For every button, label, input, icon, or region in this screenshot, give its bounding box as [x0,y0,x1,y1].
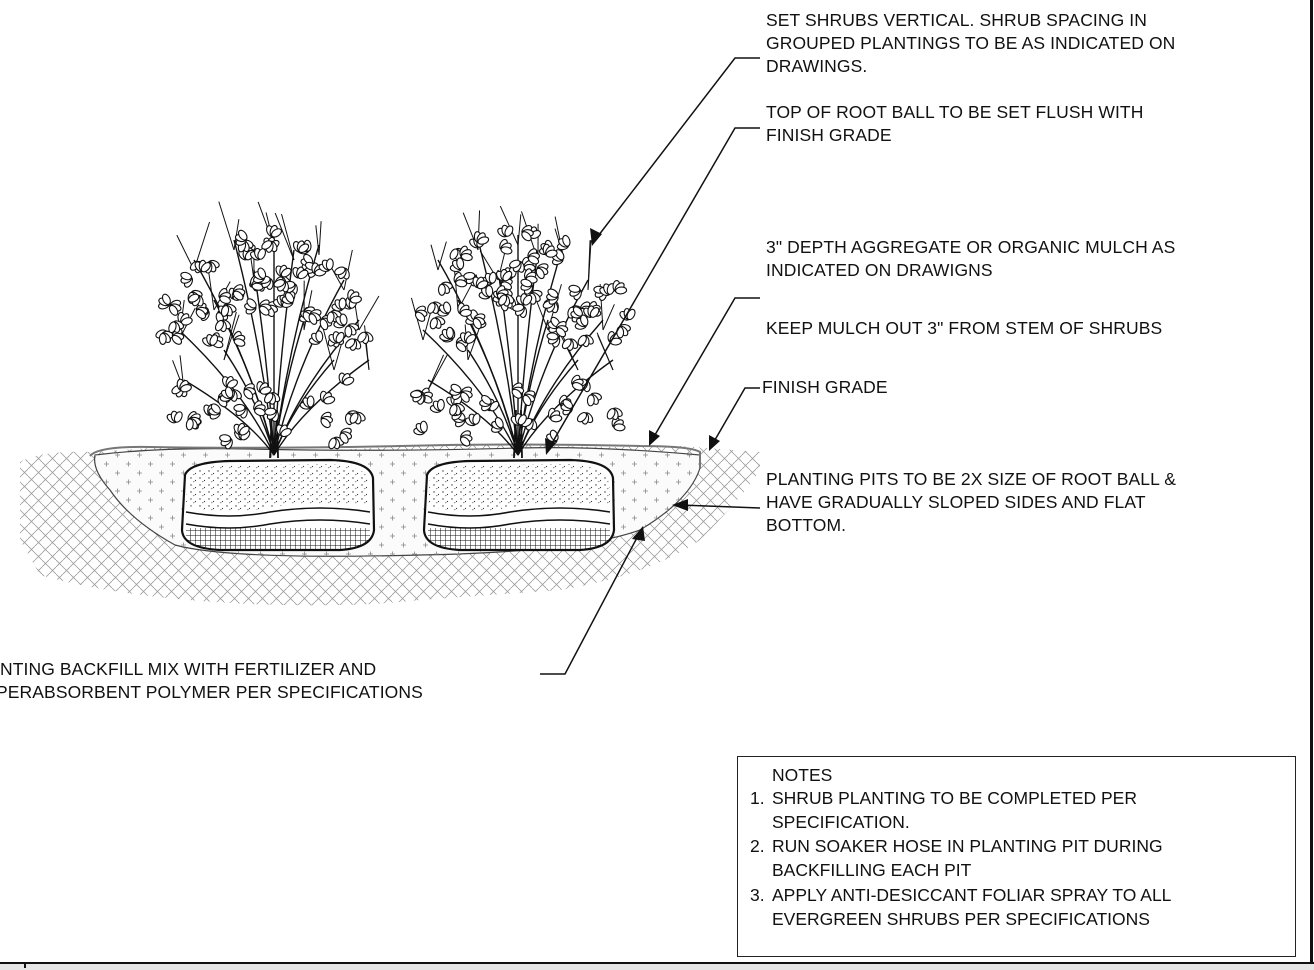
callout-set-shrubs-line-3: DRAWINGS. [766,56,868,76]
callout-planting-pits: PLANTING PITS TO BE 2X SIZE OF ROOT BALL… [766,468,1176,537]
callout-mulch-line-1: 3" DEPTH AGGREGATE OR ORGANIC MULCH AS [766,237,1176,257]
leader-top-root-ball [547,127,760,451]
callout-backfill: NTING BACKFILL MIX WITH FERTILIZER AND P… [0,658,423,704]
leader-set-shrubs [594,57,760,241]
callout-planting-pits-line-3: BOTTOM. [766,515,847,535]
sheet-border-right [1310,0,1313,962]
callout-backfill-line-1: NTING BACKFILL MIX WITH FERTILIZER AND [0,659,377,679]
root-ball-right [422,458,616,552]
leader-lines [540,57,761,675]
leader-mulch [651,297,760,441]
note-1-line-1: SHRUB PLANTING TO BE COMPLETED PER [772,788,1137,808]
note-number: 1. [750,788,765,808]
note-3-line-1: APPLY ANTI-DESICCANT FOLIAR SPRAY TO ALL [772,885,1172,905]
callout-set-shrubs-line-1: SET SHRUBS VERTICAL. SHRUB SPACING IN [766,10,1148,30]
title-block-strip [0,962,1314,970]
leader-finish-grade [711,387,760,446]
callout-set-shrubs-line-2: GROUPED PLANTINGS TO BE AS INDICATED ON [766,33,1176,53]
callout-keep-mulch: KEEP MULCH OUT 3" FROM STEM OF SHRUBS [766,318,1163,338]
leader-planting-pits [679,504,761,509]
notes-title: NOTES [772,765,833,785]
callout-set-shrubs: SET SHRUBS VERTICAL. SHRUB SPACING IN GR… [766,9,1175,78]
note-1-line-2: SPECIFICATION. [772,812,910,832]
callout-planting-pits-line-2: HAVE GRADUALLY SLOPED SIDES AND FLAT [766,492,1146,512]
arrow-icon [545,228,720,541]
shrub-icon [410,205,636,459]
leader-backfill [540,531,641,675]
shrub-icon [155,201,380,459]
root-ball-left [180,458,376,552]
callout-finish-grade: FINISH GRADE [762,377,888,397]
title-block-divider [24,962,26,968]
callout-top-root-ball: TOP OF ROOT BALL TO BE SET FLUSH WITH FI… [766,101,1143,147]
note-2-line-1: RUN SOAKER HOSE IN PLANTING PIT DURING [772,836,1163,856]
callout-backfill-line-2: PERABSORBENT POLYMER PER SPECIFICATIONS [0,682,423,702]
note-number: 2. [750,836,765,856]
callout-mulch-line-2: INDICATED ON DRAWIGNS [766,260,993,280]
note-number: 3. [750,885,765,905]
callout-top-root-ball-line-1: TOP OF ROOT BALL TO BE SET FLUSH WITH [766,102,1144,122]
callout-top-root-ball-line-2: FINISH GRADE [766,125,892,145]
callout-planting-pits-line-1: PLANTING PITS TO BE 2X SIZE OF ROOT BALL… [766,469,1177,489]
callout-mulch: 3" DEPTH AGGREGATE OR ORGANIC MULCH AS I… [766,236,1175,282]
note-3-line-2: EVERGREEN SHRUBS PER SPECIFICATIONS [772,909,1150,929]
note-2-line-2: BACKFILLING EACH PIT [772,860,972,880]
notes-box: NOTES 1. SHRUB PLANTING TO BE COMPLETED … [737,756,1296,957]
